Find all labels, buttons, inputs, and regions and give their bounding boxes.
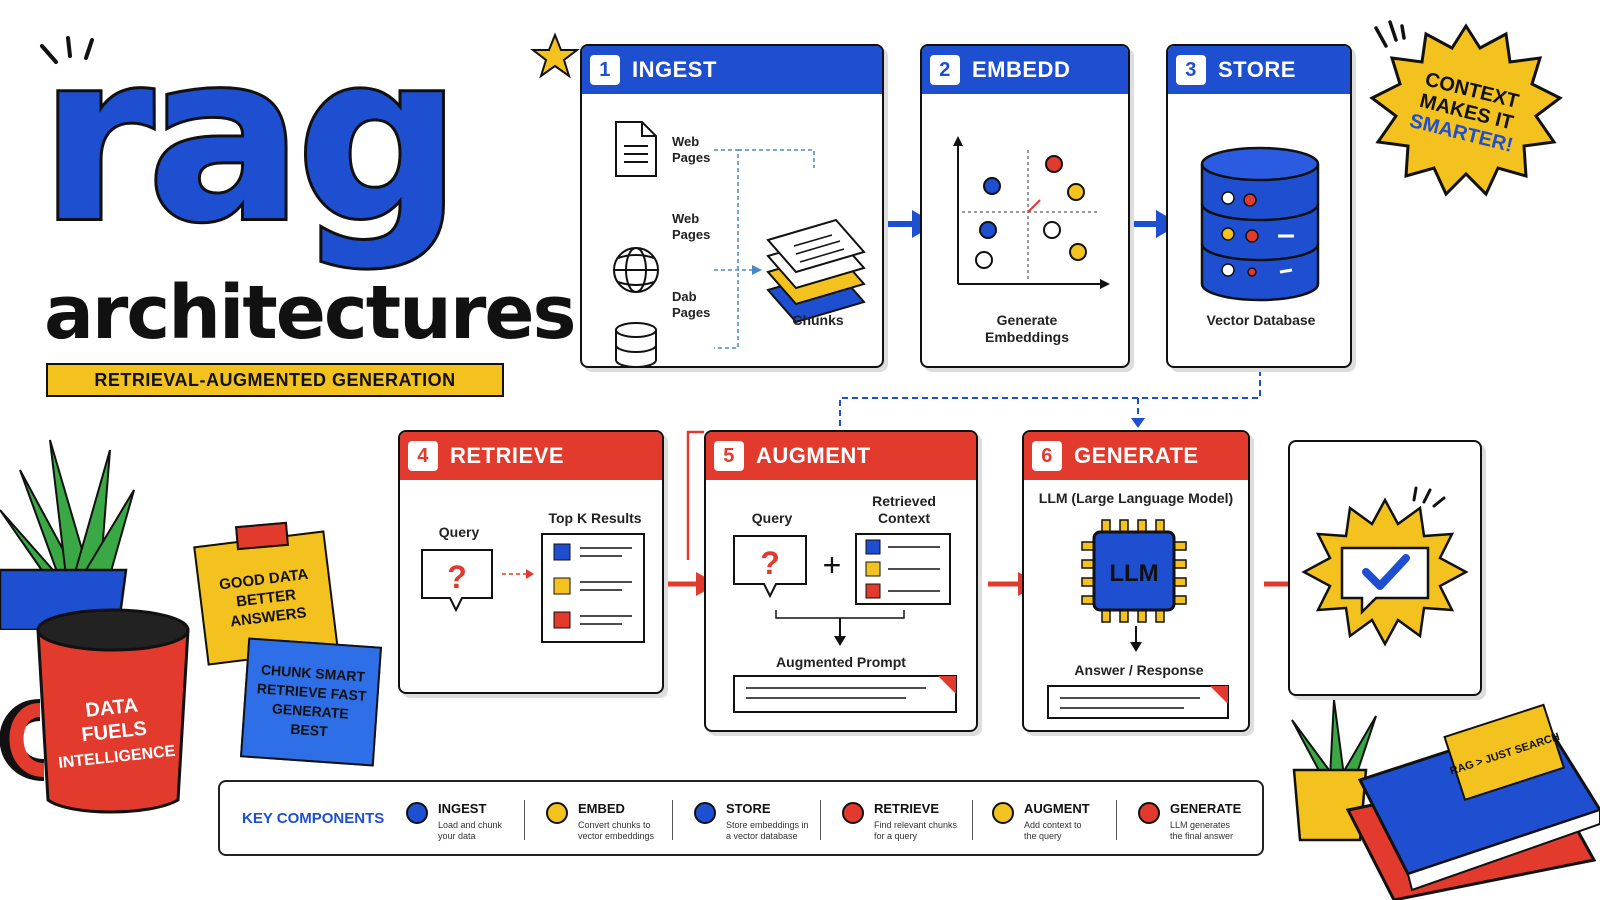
step-number: 6 xyxy=(1032,441,1062,471)
mug-text: DATA xyxy=(84,694,139,721)
svg-text:?: ? xyxy=(760,545,780,581)
augment-query-label: Query xyxy=(751,510,793,526)
context-burst-badge: CONTEXT MAKES IT SMARTER! xyxy=(1369,20,1563,197)
augment-illustration: ? + xyxy=(733,533,957,713)
legend-dot-icon xyxy=(694,802,716,824)
step-number: 4 xyxy=(408,441,438,471)
legend-title: KEY COMPONENTS xyxy=(242,810,385,827)
retrieve-illustration: ? xyxy=(421,533,645,643)
step-augment-card: 5 AUGMENT Query Retrieved Context Augmen… xyxy=(704,430,978,732)
step-number: 2 xyxy=(930,55,960,85)
question-bubble-icon: ? xyxy=(421,549,493,613)
source-label-3: Dab Pages xyxy=(672,289,711,320)
question-bubble-icon: ? xyxy=(733,535,807,599)
tagline-banner: RETRIEVAL-AUGMENTED GENERATION xyxy=(46,363,504,397)
legend-divider xyxy=(820,800,821,840)
prompt-bar-icon xyxy=(733,675,957,713)
legend-divider xyxy=(672,800,673,840)
legend-name: GENERATE xyxy=(1170,801,1242,816)
step-title: STORE xyxy=(1218,57,1296,82)
retrieve-to-augment-bracket xyxy=(686,430,704,560)
step-store-header: 3 STORE xyxy=(1168,46,1350,94)
chunks-stack-icon xyxy=(766,218,866,324)
ingest-illustration xyxy=(613,121,866,366)
generate-arrowhead xyxy=(1131,418,1145,428)
step-augment-header: 5 AUGMENT xyxy=(706,432,976,480)
llm-chip-icon: LLM xyxy=(1047,519,1229,719)
key-components-legend: KEY COMPONENTS INGEST Load and chunk you… xyxy=(218,780,1264,856)
legend-divider xyxy=(1116,800,1117,840)
step-title: GENERATE xyxy=(1074,443,1199,468)
legend-divider xyxy=(524,800,525,840)
legend-dot-icon xyxy=(1138,802,1160,824)
title-rag: rag xyxy=(37,6,464,273)
coffee-mug-icon: DATA FUELS INTELLIGENCE xyxy=(0,608,190,814)
step-embed-header: 2 EMBEDD xyxy=(922,46,1128,94)
sticky-note-blue: CHUNK SMART RETRIEVE FAST GENERATE BEST xyxy=(239,637,383,767)
legend-name: RETRIEVE xyxy=(874,801,940,816)
step-embed-card: 2 EMBEDD Generate Embeddings xyxy=(920,44,1130,368)
top-k-results-label: Top K Results xyxy=(548,510,642,526)
store-to-retrieve-dashed-connector xyxy=(839,370,1261,430)
globe-icon xyxy=(613,247,659,293)
legend-desc: LLM generates the final answer xyxy=(1170,820,1234,841)
legend-desc: Load and chunk your data xyxy=(438,820,503,841)
svg-text:?: ? xyxy=(447,559,467,595)
step-retrieve-card: 4 RETRIEVE Query Top K Results ? xyxy=(398,430,664,694)
legend-name: INGEST xyxy=(438,801,487,816)
attention-lines-icon xyxy=(40,36,94,64)
legend-name: STORE xyxy=(726,801,771,816)
step-generate-header: 6 GENERATE xyxy=(1024,432,1248,480)
database-icon xyxy=(615,322,657,366)
result-card xyxy=(1288,440,1482,696)
store-caption: Vector Database xyxy=(1206,312,1316,328)
legend-dot-icon xyxy=(842,802,864,824)
legend-divider xyxy=(972,800,973,840)
checkmark-burst-icon xyxy=(1301,486,1469,647)
step-store-card: 3 STORE Vector Database xyxy=(1166,44,1352,368)
step-number: 5 xyxy=(714,441,744,471)
step-title: RETRIEVE xyxy=(450,443,565,468)
answer-response-label: Answer / Response xyxy=(1074,662,1204,678)
step-title: AUGMENT xyxy=(756,443,871,468)
legend-desc: Add context to the query xyxy=(1024,820,1082,841)
title-architectures: architectures xyxy=(44,270,577,356)
step-title: INGEST xyxy=(632,57,717,82)
retrieved-context-label: Retrieved Context xyxy=(872,493,936,526)
results-list-icon xyxy=(541,533,645,643)
step-retrieve-header: 4 RETRIEVE xyxy=(400,432,662,480)
step-number: 3 xyxy=(1176,55,1206,85)
document-icon xyxy=(615,121,657,177)
legend-name: EMBED xyxy=(578,801,625,816)
step-generate-card: 6 GENERATE LLM (Large Language Model) An… xyxy=(1022,430,1250,732)
chunks-label: Chunks xyxy=(792,312,844,328)
step-ingest-header: 1 INGEST xyxy=(582,46,882,94)
legend-dot-icon xyxy=(992,802,1014,824)
book-stack-icon: RAG > JUST SEARCH xyxy=(1291,699,1600,900)
step-number: 1 xyxy=(590,55,620,85)
sparkle-star-icon xyxy=(530,32,580,79)
source-label-2: Web Pages xyxy=(672,211,711,242)
legend-dot-icon xyxy=(406,802,428,824)
context-list-icon xyxy=(855,533,951,605)
plus-icon: + xyxy=(823,547,842,583)
llm-chip-label: LLM xyxy=(1109,560,1158,587)
augmented-prompt-label: Augmented Prompt xyxy=(776,654,906,670)
retrieve-query-label: Query xyxy=(438,524,480,540)
llm-model-label: LLM (Large Language Model) xyxy=(1038,490,1234,506)
tape-strip xyxy=(235,521,289,551)
step-ingest-card: 1 INGEST xyxy=(580,44,884,368)
embed-caption: Generate Embeddings xyxy=(984,312,1069,345)
legend-desc: Find relevant chunks for a query xyxy=(874,820,958,841)
step-title: EMBEDD xyxy=(972,57,1071,82)
legend-desc: Convert chunks to vector embeddings xyxy=(578,820,655,841)
legend-desc: Store embeddings in a vector database xyxy=(726,820,809,841)
answer-bar-icon xyxy=(1047,685,1229,719)
legend-name: AUGMENT xyxy=(1024,801,1090,816)
source-label-1: Web Pages xyxy=(672,134,711,165)
vector-database-icon xyxy=(1200,146,1320,302)
embedding-scatter-icon xyxy=(953,136,1110,289)
legend-dot-icon xyxy=(546,802,568,824)
